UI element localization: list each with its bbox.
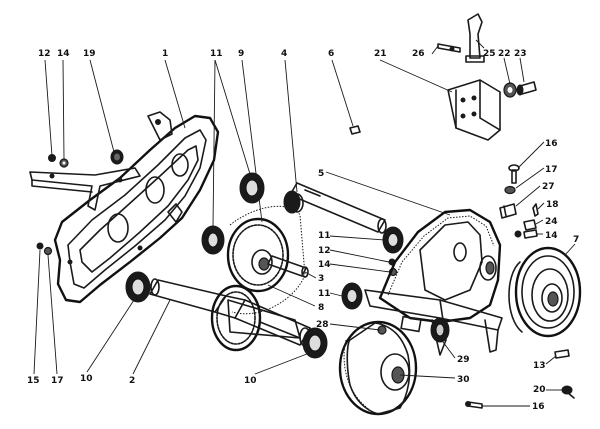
- callout-7: 7: [573, 235, 579, 245]
- callout-16-bottom: 16: [532, 402, 545, 412]
- stub-shaft-3: [267, 255, 309, 278]
- callout-11-top: 11: [210, 49, 223, 59]
- bearing-10-right: [302, 327, 328, 359]
- pin-13: [554, 349, 570, 359]
- callout-30: 30: [457, 375, 470, 385]
- washer-17-left: [43, 246, 53, 256]
- callout-12-top: 12: [38, 49, 51, 59]
- callout-28: 28: [316, 320, 329, 330]
- callout-17-left: 17: [51, 376, 64, 386]
- bearing-11-shaft: [382, 226, 404, 254]
- leader-lines: [33, 39, 576, 407]
- bolt-16-top: [508, 164, 520, 184]
- callout-11-mid: 11: [318, 231, 331, 241]
- large-sprocket: [226, 217, 290, 293]
- callout-29: 29: [457, 355, 470, 365]
- upper-shaft-4: [283, 182, 387, 234]
- gear-plate: [364, 289, 503, 356]
- callout-10-right: 10: [244, 376, 257, 386]
- callout-21: 21: [374, 49, 387, 59]
- callout-2: 2: [129, 376, 135, 386]
- bearing-10-left: [125, 271, 151, 303]
- callout-20: 20: [533, 385, 546, 395]
- callout-13: 13: [533, 361, 546, 371]
- callout-24: 24: [545, 217, 558, 227]
- lower-sprocket: [210, 284, 301, 352]
- callout-27: 27: [542, 182, 555, 192]
- callout-19: 19: [83, 49, 96, 59]
- callout-14-top: 14: [57, 49, 70, 59]
- callout-1: 1: [162, 49, 168, 59]
- clip-24: [523, 219, 537, 231]
- callout-25: 25: [483, 49, 496, 59]
- callout-12-mid: 12: [318, 246, 331, 256]
- bearing-11-lower: [201, 225, 225, 255]
- belt-cover-housing: [53, 111, 220, 304]
- clip-27: [499, 203, 517, 219]
- callout-15: 15: [27, 376, 40, 386]
- pin-6: [349, 125, 361, 135]
- lever-25: [465, 13, 485, 63]
- callout-6: 6: [328, 49, 334, 59]
- bearing-11-center: [341, 282, 363, 310]
- callout-22: 22: [498, 49, 511, 59]
- pin-26: [437, 43, 461, 53]
- callout-8: 8: [318, 303, 324, 313]
- callout-11-low: 11: [318, 289, 331, 299]
- pulley-7: [508, 246, 582, 338]
- callout-numbers: 12 14 19 1 11 9 4 6 21 26 25 22 23 16 17…: [27, 49, 579, 412]
- bearing-11-upper: [239, 172, 265, 204]
- callout-17-right: 17: [545, 165, 558, 175]
- bolt-15: [36, 242, 44, 250]
- pin-18: [532, 203, 539, 217]
- callout-10-left: 10: [80, 374, 93, 384]
- callout-18: 18: [546, 200, 559, 210]
- bolt-23: [516, 81, 537, 96]
- callout-9: 9: [238, 49, 244, 59]
- callout-4: 4: [281, 49, 287, 59]
- callout-14-mid: 14: [318, 260, 331, 270]
- main-shaft: [149, 278, 311, 347]
- callout-23: 23: [514, 49, 527, 59]
- callout-3: 3: [318, 274, 324, 284]
- callout-26: 26: [412, 49, 425, 59]
- washer-22: [503, 82, 517, 98]
- bolt-16-bottom: [465, 401, 483, 409]
- washer-14-top: [59, 158, 69, 168]
- washer-14-right: [514, 229, 538, 239]
- callout-14-right: 14: [545, 231, 558, 241]
- nut-19: [110, 149, 124, 165]
- callout-5: 5: [318, 169, 324, 179]
- callout-16-top: 16: [545, 139, 558, 149]
- left-mounting-bracket: [29, 167, 141, 211]
- bolt-20: [561, 385, 575, 399]
- mounting-block-21: [447, 79, 501, 141]
- washer-17-right: [504, 185, 516, 195]
- wheel-30: [338, 320, 418, 416]
